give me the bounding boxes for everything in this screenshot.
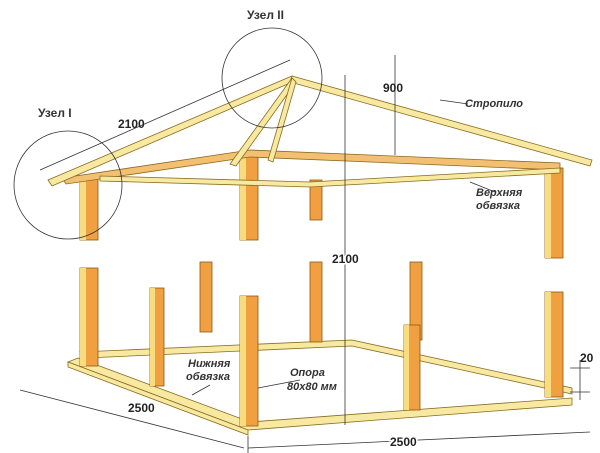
post-label-2: 80x80 мм xyxy=(287,381,337,393)
rafter-label: Стропило xyxy=(465,98,523,110)
top-plate-label-2: обвязка xyxy=(476,200,520,212)
rafter-length-dim: 2100 xyxy=(118,117,145,131)
top-plate xyxy=(61,149,561,188)
back-posts xyxy=(149,179,423,411)
bottom-plate-label-1: Нижняя xyxy=(188,358,231,370)
node-1-label: Узел I xyxy=(38,106,72,120)
width-dim: 2500 xyxy=(390,435,417,449)
node-1-circle xyxy=(13,130,123,240)
top-plate-label-1: Верхняя xyxy=(476,187,523,199)
bottom-plate-label-2: обвязка xyxy=(186,371,230,383)
base-offset-dim: 20 xyxy=(580,351,594,365)
roof-height-dim: 900 xyxy=(383,81,403,95)
dimension-lines xyxy=(19,55,591,453)
depth-dim: 2500 xyxy=(128,401,155,415)
node-2-circle xyxy=(221,27,323,129)
post-height-dim: 2100 xyxy=(332,252,359,266)
node-2-label: Узел II xyxy=(247,8,284,22)
front-posts xyxy=(79,151,564,427)
post-label-1: Опора xyxy=(290,367,325,379)
rafters xyxy=(47,75,593,187)
